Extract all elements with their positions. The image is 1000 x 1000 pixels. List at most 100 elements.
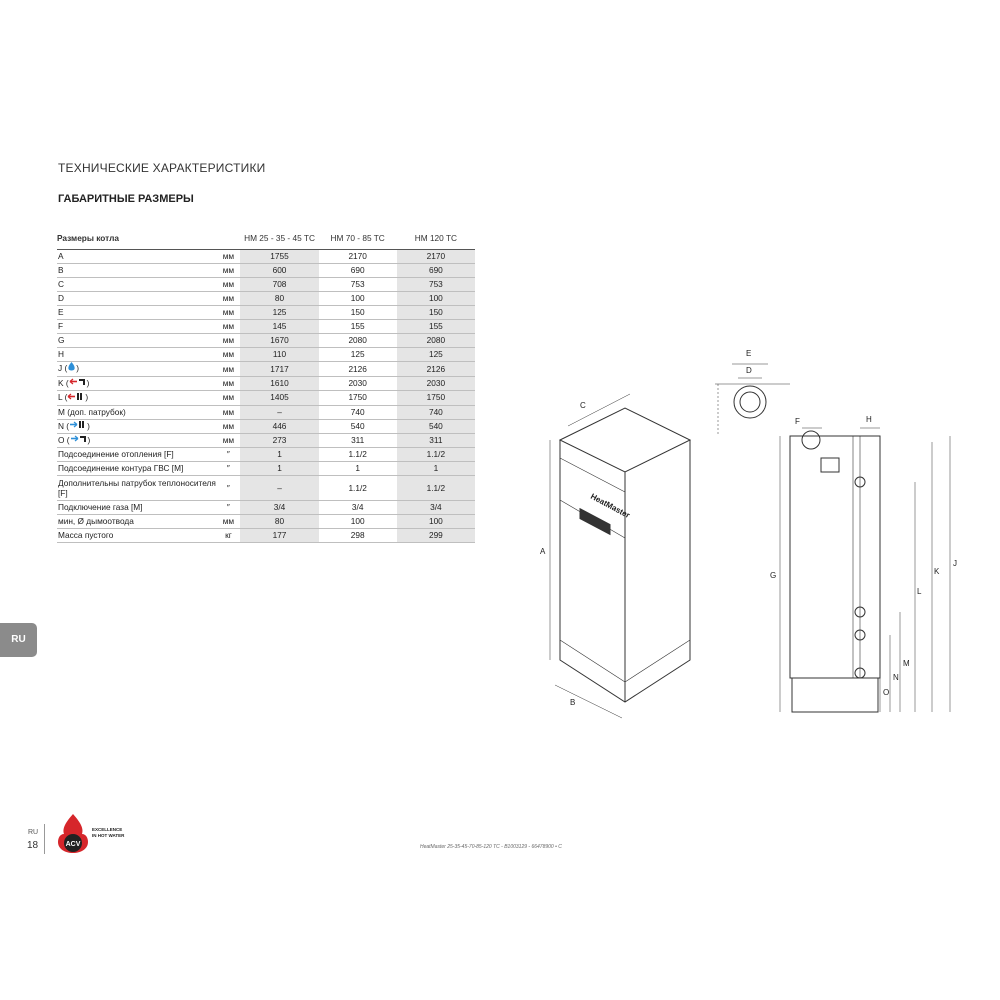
port-n — [854, 629, 866, 641]
row-value-col-3: 100 — [396, 291, 475, 306]
logo-text: ACV — [66, 841, 81, 848]
plinth-line-side — [624, 639, 691, 683]
row-value-col-2: 100 — [318, 514, 397, 530]
flue-outer-circle — [733, 385, 767, 419]
label-b: B — [570, 698, 575, 707]
row-unit: мм — [216, 376, 241, 392]
row-label-text: E — [58, 307, 64, 317]
row-value-col-3: 2030 — [396, 376, 475, 392]
control-panel-top — [559, 457, 626, 493]
port-o — [854, 667, 866, 679]
row-label: C — [57, 277, 217, 292]
page-subtitle: ГАБАРИТНЫЕ РАЗМЕРЫ — [58, 193, 194, 205]
row-value-col-1: 1405 — [240, 390, 319, 406]
row-label: E — [57, 305, 217, 320]
row-label-suffix: ) — [86, 378, 90, 388]
row-label-suffix: ) — [85, 392, 89, 403]
port-k — [854, 476, 866, 488]
label-h: H — [866, 415, 872, 424]
boiler-dimension-diagram: C A B HeatMaster E D F H G J K L M — [540, 349, 957, 719]
row-value-col-2: 311 — [318, 433, 397, 449]
acv-logo: ACV — [58, 814, 88, 853]
row-value-col-2: 2170 — [318, 249, 397, 264]
row-unit: мм — [216, 305, 241, 320]
row-label-text: M (доп. патрубок) — [58, 406, 126, 417]
row-label-text: C — [58, 279, 64, 289]
row-label: N () — [57, 419, 217, 434]
row-label: K () — [57, 376, 217, 392]
row-value-col-1: – — [240, 475, 319, 502]
row-value-col-3: 2126 — [396, 361, 475, 377]
row-label-text: Подсоединение отопления [F] — [58, 449, 174, 460]
label-k: K — [934, 567, 940, 576]
row-label-suffix: ) — [87, 420, 90, 431]
row-label-text: L ( — [58, 392, 68, 403]
table-header-col-2: HM 70 - 85 TC — [330, 233, 385, 243]
row-value-col-1: 1610 — [240, 376, 319, 392]
row-value-col-3: 540 — [396, 419, 475, 434]
row-value-col-2: 100 — [318, 291, 397, 306]
table-header-label: Размеры котла — [57, 233, 120, 243]
row-unit: мм — [216, 319, 241, 334]
tagline-line-2: IN HOT WATER — [92, 833, 125, 838]
row-label-text: O ( — [58, 434, 70, 445]
row-value-col-2: 155 — [318, 319, 397, 334]
row-value-col-2: 690 — [318, 263, 397, 278]
row-label-text: N ( — [58, 420, 70, 431]
dimension-c-line — [567, 393, 631, 427]
row-label: A — [57, 249, 217, 264]
row-value-col-3: 690 — [396, 263, 475, 278]
row-value-col-1: 1755 — [240, 249, 319, 264]
row-unit: мм — [216, 333, 241, 348]
row-label-text: D — [58, 293, 64, 303]
row-value-col-2: 3/4 — [318, 500, 397, 516]
dimensions-table: Размеры котла HM 25 - 35 - 45 TC HM 70 -… — [57, 233, 475, 544]
side-plinth — [791, 677, 879, 713]
row-label-text: Масса пустого — [58, 530, 114, 541]
row-value-col-3: 150 — [396, 305, 475, 320]
row-unit: мм — [216, 419, 241, 434]
table-header-col-1: HM 25 - 35 - 45 TC — [244, 233, 315, 243]
row-label: F — [57, 319, 217, 334]
language-tab[interactable]: RU — [0, 623, 37, 657]
tap-flow-icon — [70, 434, 88, 447]
row-label-suffix: ) — [76, 363, 79, 374]
row-unit: мм — [216, 263, 241, 278]
row-value-col-2: 1750 — [318, 390, 397, 406]
row-value-col-2: 1 — [318, 461, 397, 477]
document-code: HeatMaster 25-35-45-70-85-120 TC - B1003… — [420, 844, 562, 850]
boiler-top-face — [558, 407, 692, 473]
row-unit: ″ — [216, 447, 241, 463]
row-value-col-2: 2126 — [318, 361, 397, 377]
row-label: D — [57, 291, 217, 306]
row-unit: мм — [216, 390, 241, 406]
row-label: Масса пустого — [57, 528, 217, 544]
row-value-col-3: 1 — [396, 461, 475, 477]
row-unit: мм — [216, 433, 241, 449]
row-value-col-1: 600 — [240, 263, 319, 278]
flue-top-view — [715, 363, 790, 435]
row-label-text: F — [58, 321, 64, 331]
row-label: Дополнительны патрубок теплоносителя [F] — [57, 475, 217, 502]
row-value-col-2: 150 — [318, 305, 397, 320]
tagline-line-1: EXCELLENCE — [92, 827, 123, 832]
row-value-col-3: 753 — [396, 277, 475, 292]
table-row: Дополнительны патрубок теплоносителя [F]… — [57, 475, 475, 502]
row-label-text: Подключение газа [M] — [58, 502, 143, 513]
row-label-text: мин, Ø дымоотвода — [58, 516, 134, 527]
table-header-col-3: HM 120 TC — [414, 233, 458, 243]
row-value-col-3: 740 — [396, 405, 475, 420]
row-label: M (доп. патрубок) — [57, 405, 217, 420]
row-unit: мм — [216, 277, 241, 292]
